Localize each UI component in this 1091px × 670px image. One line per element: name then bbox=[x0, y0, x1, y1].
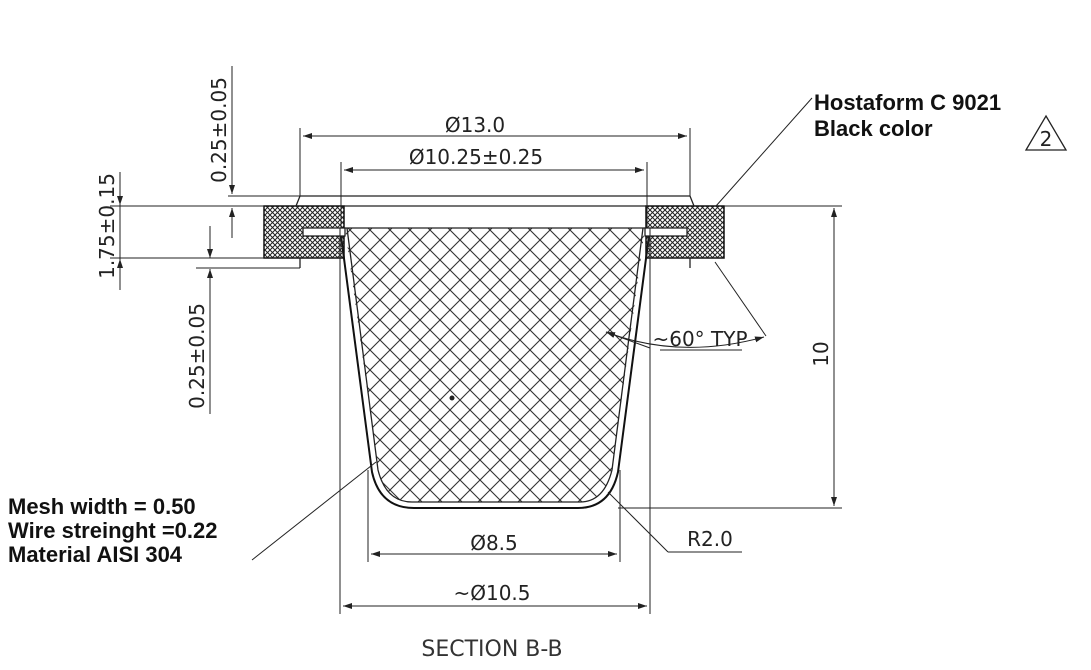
flange bbox=[263, 195, 725, 268]
dim-dia-10-5: ~Ø10.5 bbox=[339, 228, 651, 614]
flange-top-edge bbox=[295, 195, 695, 207]
svg-text:~Ø10.5: ~Ø10.5 bbox=[453, 581, 530, 605]
svg-text:Ø13.0: Ø13.0 bbox=[445, 113, 505, 137]
svg-text:10: 10 bbox=[809, 341, 833, 366]
svg-text:Ø10.25±0.25: Ø10.25±0.25 bbox=[409, 145, 543, 169]
svg-text:2: 2 bbox=[1040, 127, 1053, 151]
svg-text:0.25±0.05: 0.25±0.05 bbox=[185, 303, 209, 409]
svg-text:R2.0: R2.0 bbox=[687, 527, 733, 551]
svg-text:Ø8.5: Ø8.5 bbox=[470, 531, 518, 555]
dim-angle: ~60° TYP bbox=[605, 261, 767, 351]
mesh-lip-right bbox=[644, 227, 688, 237]
revision-triangle-icon bbox=[1024, 114, 1068, 151]
svg-text:0.25±0.05: 0.25±0.05 bbox=[207, 77, 231, 183]
center-point bbox=[449, 395, 455, 401]
dim-top-thickness: 0.25±0.05 bbox=[207, 66, 300, 238]
cup-inner-wall bbox=[346, 227, 644, 503]
svg-text:Hostaform C 9021: Hostaform C 9021 bbox=[814, 90, 1001, 115]
dim-radius: R2.0 bbox=[607, 491, 742, 553]
svg-text:Black color: Black color bbox=[814, 116, 933, 141]
mesh-lip-left bbox=[302, 227, 346, 237]
svg-text:1.75±0.15: 1.75±0.15 bbox=[95, 173, 119, 279]
mesh-cup bbox=[339, 227, 651, 509]
mesh-note: Mesh width = 0.50 Wire streinght =0.22 M… bbox=[8, 461, 377, 567]
dim-lower-thickness: 0.25±0.05 bbox=[185, 226, 300, 414]
dim-flange-height: 1.75±0.15 bbox=[95, 172, 264, 290]
mesh-body bbox=[345, 228, 645, 502]
dim-height-10: 10 bbox=[618, 205, 842, 509]
section-title: SECTION B-B bbox=[421, 637, 562, 662]
svg-text:Mesh width = 0.50: Mesh width = 0.50 bbox=[8, 494, 196, 519]
svg-text:Wire streinght =0.22: Wire streinght =0.22 bbox=[8, 518, 217, 543]
svg-text:~60° TYP: ~60° TYP bbox=[652, 327, 747, 351]
cup-outer-wall bbox=[339, 227, 651, 509]
dim-dia-10-25: Ø10.25±0.25 bbox=[340, 145, 648, 228]
dim-dia-8-5: Ø8.5 bbox=[367, 470, 621, 562]
material-note: Hostaform C 9021 Black color 2 bbox=[715, 90, 1068, 207]
dim-dia-13: Ø13.0 bbox=[299, 113, 691, 196]
svg-text:Material AISI 304: Material AISI 304 bbox=[8, 542, 183, 567]
